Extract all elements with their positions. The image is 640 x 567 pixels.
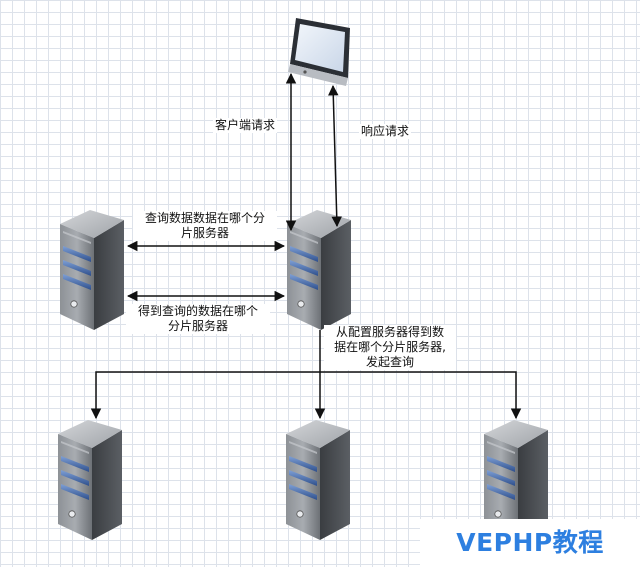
got-shard-label: 得到查询的数据在哪个 分片服务器 [126, 304, 270, 334]
watermark-logo: VEPHP教程 [420, 519, 640, 567]
client-request-label: 客户端请求 [213, 118, 278, 133]
dispatch-label: 从配置服务器得到数 据在哪个分片服务器, 发起查询 [324, 325, 456, 370]
response-arrow [328, 84, 342, 228]
dispatch-label-line-1: 从配置服务器得到数 [335, 325, 444, 339]
query-shard-label-line-2: 片服务器 [180, 226, 229, 240]
dispatch-label-line-3: 发起查询 [365, 355, 414, 369]
got-shard-label-line-1: 得到查询的数据在哪个 [137, 304, 258, 318]
got-shard-label-line-2: 分片服务器 [167, 319, 228, 333]
dispatch-arrows [90, 330, 522, 420]
config-server-icon [59, 209, 125, 331]
shard-server-1-icon [57, 419, 123, 541]
dispatch-label-line-2: 据在哪个分片服务器, [334, 340, 446, 354]
response-label: 响应请求 [359, 124, 412, 139]
query-shard-label: 查询数据数据在哪个分 片服务器 [133, 211, 277, 241]
query-shard-label-line-1: 查询数据数据在哪个分 [144, 211, 265, 225]
computer-monitor-icon [288, 18, 350, 86]
shard-server-2-icon [285, 419, 351, 541]
router-server-icon [286, 209, 352, 331]
